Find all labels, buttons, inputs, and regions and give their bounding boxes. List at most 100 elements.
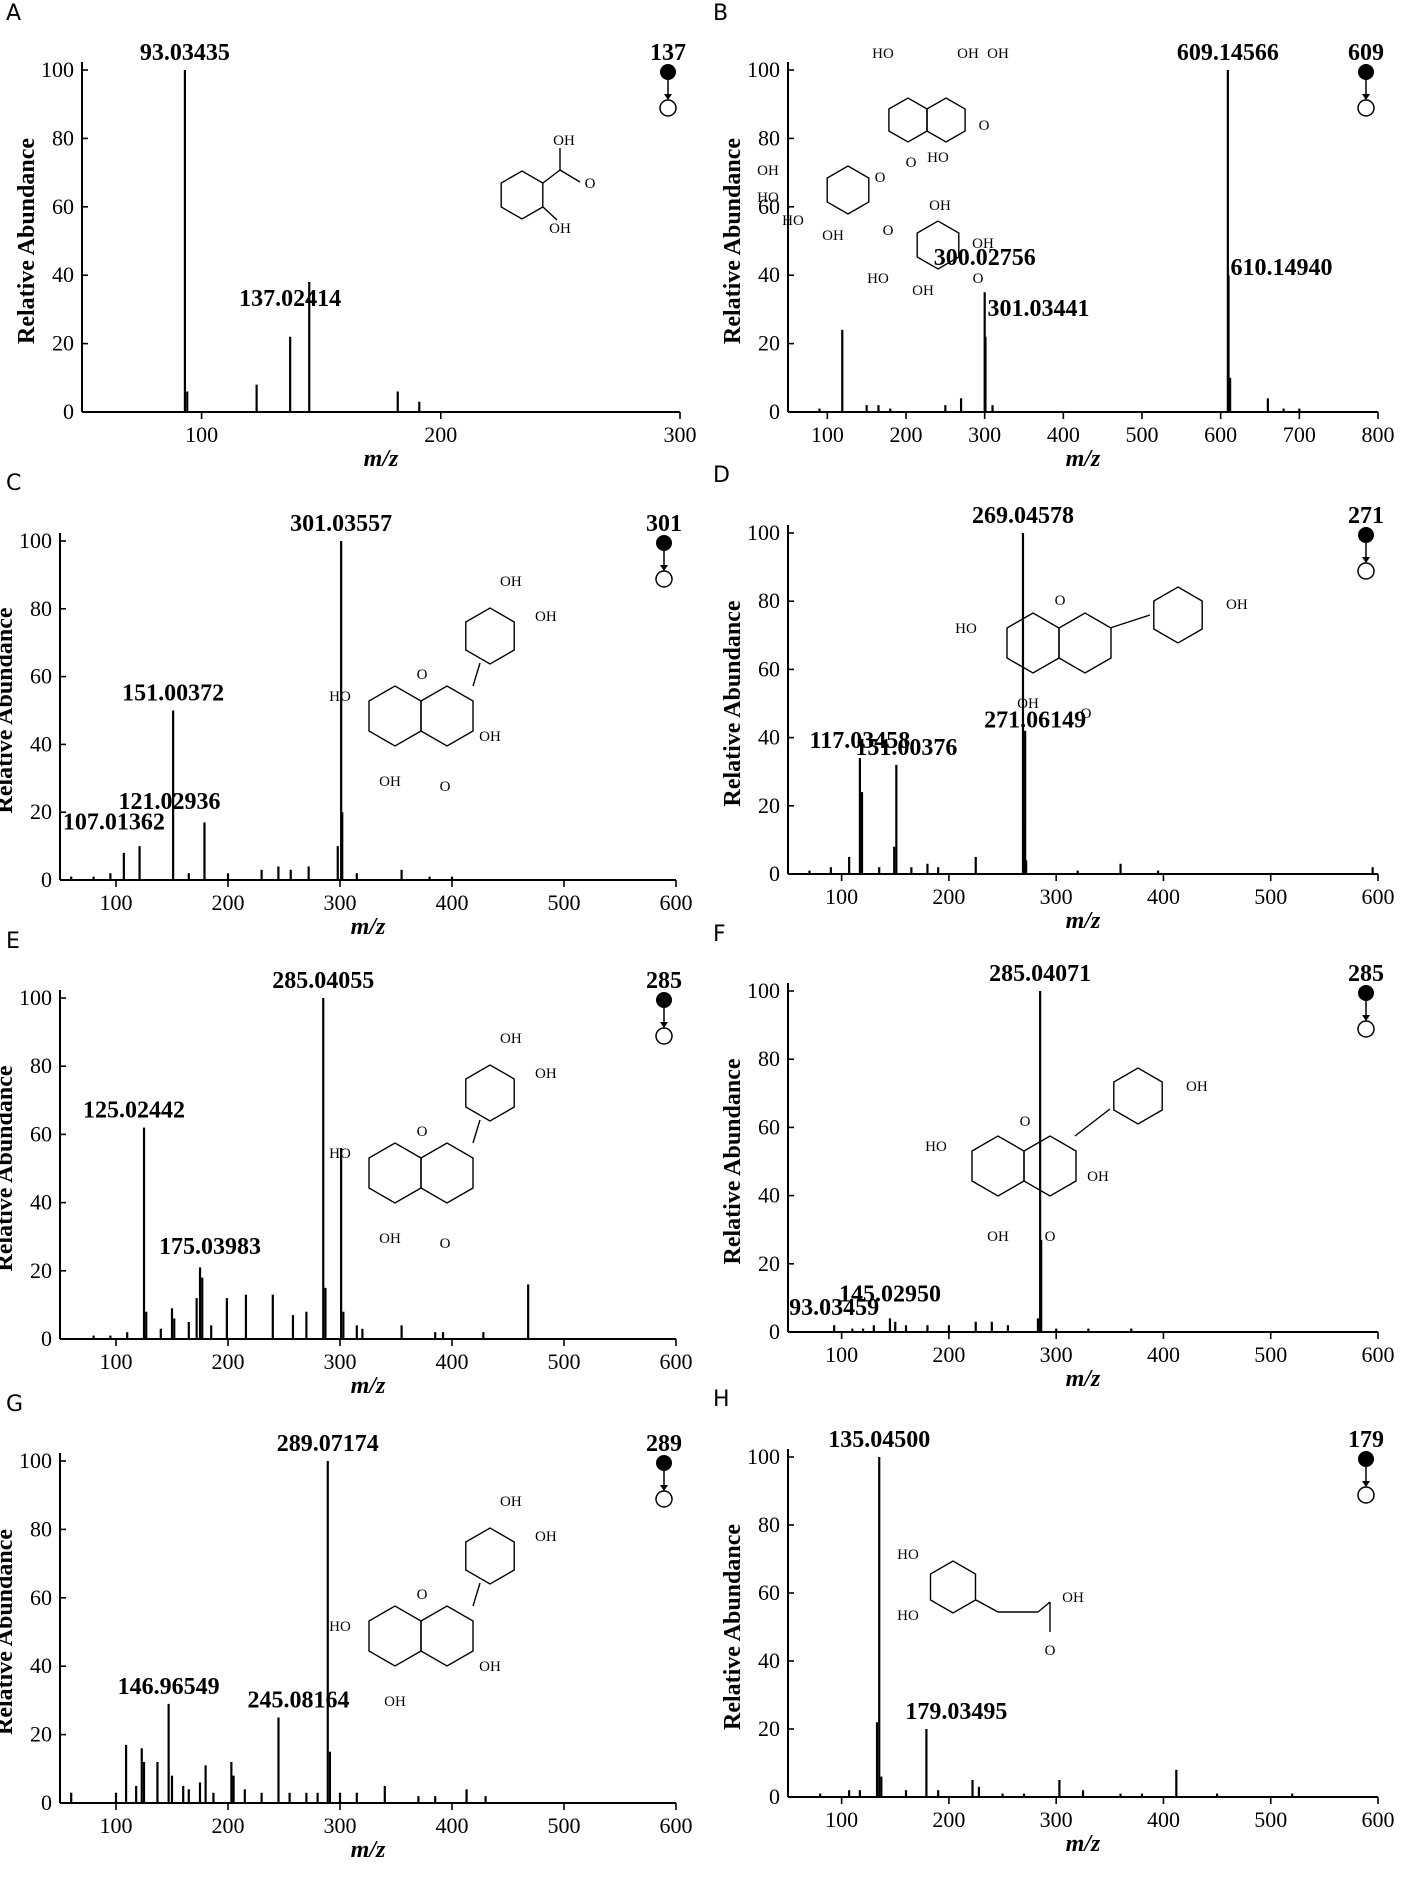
x-tick-label: 600 — [660, 1813, 693, 1838]
structure-atom-label: HO — [329, 1619, 351, 1635]
x-tick-label: 500 — [1254, 884, 1287, 909]
x-tick-label: 200 — [932, 1342, 965, 1367]
x-tick-label: 400 — [436, 890, 469, 915]
structure-ring — [420, 685, 474, 747]
product-ion-marker — [1357, 99, 1375, 117]
y-tick-label: 20 — [758, 331, 780, 356]
y-tick-label: 40 — [758, 1183, 780, 1208]
panel-letter: C — [6, 471, 21, 496]
precursor-ion-marker — [1358, 64, 1374, 80]
structure-atom-label: HO — [925, 1139, 947, 1155]
y-tick-label: 0 — [769, 1784, 780, 1809]
structure-atom-label: OH — [987, 1229, 1009, 1245]
x-axis-title: m/z — [1066, 908, 1101, 934]
peak-label: 93.03435 — [140, 40, 230, 66]
precursor-mz-label: 179 — [1348, 1427, 1384, 1453]
peak-label: 137.02414 — [239, 286, 341, 312]
structure-atom-label: O — [417, 1124, 428, 1140]
structure-atom-label: HO — [782, 213, 804, 229]
y-tick-label: 40 — [30, 1190, 52, 1215]
y-tick-label: 80 — [30, 1516, 52, 1541]
x-axis-title: m/z — [351, 1837, 386, 1863]
product-ion-marker — [1357, 1486, 1375, 1504]
precursor-ion-marker — [1358, 1451, 1374, 1467]
structure-atom-label: OH — [500, 1494, 522, 1510]
structure-atom-label: OH — [500, 574, 522, 590]
structure-ring — [971, 1135, 1025, 1197]
x-tick-label: 400 — [436, 1349, 469, 1374]
x-tick-label: 300 — [324, 1813, 357, 1838]
structure-atom-label: O — [979, 118, 990, 134]
structure-ring — [926, 97, 966, 143]
panel-letter: G — [6, 1392, 23, 1417]
structure-atom-label: HO — [897, 1608, 919, 1624]
product-ion-marker — [659, 99, 677, 117]
y-tick-label: 20 — [758, 1716, 780, 1741]
structure-atom-label: OH — [379, 1231, 401, 1247]
structure-bond — [1109, 614, 1151, 629]
y-tick-label: 60 — [758, 1114, 780, 1139]
y-tick-label: 80 — [52, 125, 74, 150]
structure-atom-label: O — [1045, 1229, 1056, 1245]
y-tick-label: 100 — [747, 520, 780, 545]
y-tick-label: 20 — [758, 793, 780, 818]
structure-ring — [500, 170, 544, 220]
structure-ring — [368, 685, 422, 747]
x-tick-label: 100 — [185, 422, 218, 447]
peak-label: 146.96549 — [118, 1674, 220, 1700]
structure-atom-label: OH — [972, 236, 994, 252]
structure-atom-label: HO — [757, 190, 779, 206]
y-tick-label: 60 — [30, 1585, 52, 1610]
fragmentation-arrowhead — [1362, 1481, 1370, 1487]
structure-atom-label: OH — [1087, 1169, 1109, 1185]
structure-atom-label: OH — [1062, 1590, 1084, 1606]
y-tick-label: 40 — [52, 262, 74, 287]
y-axis-title: Relative Abundance — [720, 1058, 746, 1264]
x-tick-label: 400 — [1147, 884, 1180, 909]
structure-atom-label: O — [417, 1587, 428, 1603]
peak-label: 610.14940 — [1231, 255, 1333, 281]
structure-atom-label: O — [875, 170, 886, 186]
structure-atom-label: OH — [757, 163, 779, 179]
peak-label: 285.04071 — [989, 961, 1091, 987]
structure-atom-label: OH — [379, 774, 401, 790]
structure-atom-label: O — [1081, 706, 1092, 722]
y-tick-label: 0 — [41, 867, 52, 892]
peak-label: 301.03441 — [987, 296, 1089, 322]
structure-atom-label: OH — [500, 1031, 522, 1047]
structure-atom-label: OH — [957, 46, 979, 62]
x-tick-label: 400 — [1147, 1807, 1180, 1832]
product-ion-marker — [655, 570, 673, 588]
peak-label: 609.14566 — [1177, 40, 1279, 66]
structure-atom-label: O — [440, 1236, 451, 1252]
structure-atom-label: OH — [479, 1659, 501, 1675]
structure-atom-label: OH — [987, 46, 1009, 62]
structure-bond — [542, 169, 561, 184]
x-tick-label: 100 — [811, 422, 844, 447]
y-tick-label: 100 — [41, 57, 74, 82]
peak-label: 151.00372 — [122, 681, 224, 707]
peak-label: 93.03459 — [789, 1295, 879, 1321]
peak-label: 301.03557 — [290, 511, 392, 537]
x-tick-label: 200 — [212, 1813, 245, 1838]
structure-atom-label: O — [883, 223, 894, 239]
x-tick-label: 200 — [212, 1349, 245, 1374]
y-tick-label: 80 — [30, 1053, 52, 1078]
y-tick-label: 20 — [30, 799, 52, 824]
structure-atom-label: HO — [927, 150, 949, 166]
structure-atom-label: OH — [549, 221, 571, 237]
x-axis-title: m/z — [351, 1373, 386, 1399]
precursor-ion-marker — [1358, 985, 1374, 1001]
product-ion-marker — [1357, 562, 1375, 580]
structure-atom-label: HO — [955, 621, 977, 637]
structure-ring — [916, 220, 960, 270]
structure-ring — [1153, 586, 1203, 644]
structure-atom-label: O — [1045, 1643, 1056, 1659]
x-tick-label: 200 — [212, 890, 245, 915]
panel-letter: D — [713, 463, 730, 488]
peak-label: 300.02756 — [934, 245, 1036, 271]
